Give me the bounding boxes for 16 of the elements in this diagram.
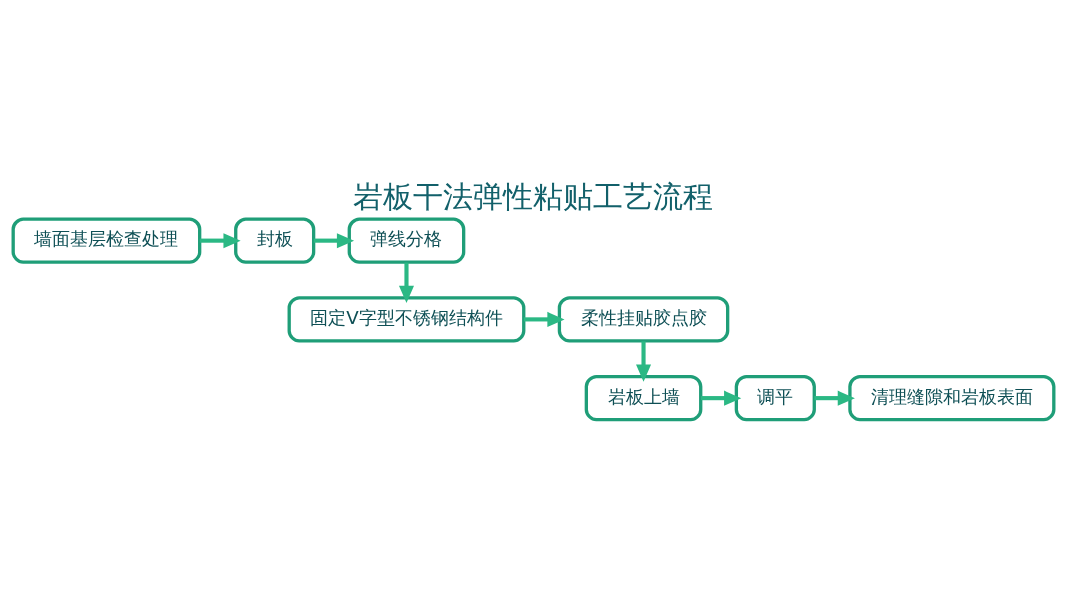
arrow <box>636 341 652 382</box>
arrow <box>398 262 414 303</box>
arrow <box>814 390 855 406</box>
arrow <box>313 233 355 249</box>
arrow <box>700 390 742 406</box>
arrow <box>199 233 241 249</box>
node-box: 清理缝隙和岩板表面 <box>848 374 1056 422</box>
node-box: 岩板上墙 <box>584 374 703 422</box>
node-box: 固定V字型不锈钢结构件 <box>287 296 526 343</box>
arrow <box>523 311 565 327</box>
diagram-title: 岩板干法弹性粘贴工艺流程 <box>353 178 714 214</box>
node-box: 弹线分格 <box>347 217 466 264</box>
node-box: 柔性挂贴胶点胶 <box>557 296 730 343</box>
node-box: 封板 <box>234 217 316 264</box>
node-box: 墙面基层检查处理 <box>11 217 202 264</box>
node-box: 调平 <box>734 374 816 422</box>
